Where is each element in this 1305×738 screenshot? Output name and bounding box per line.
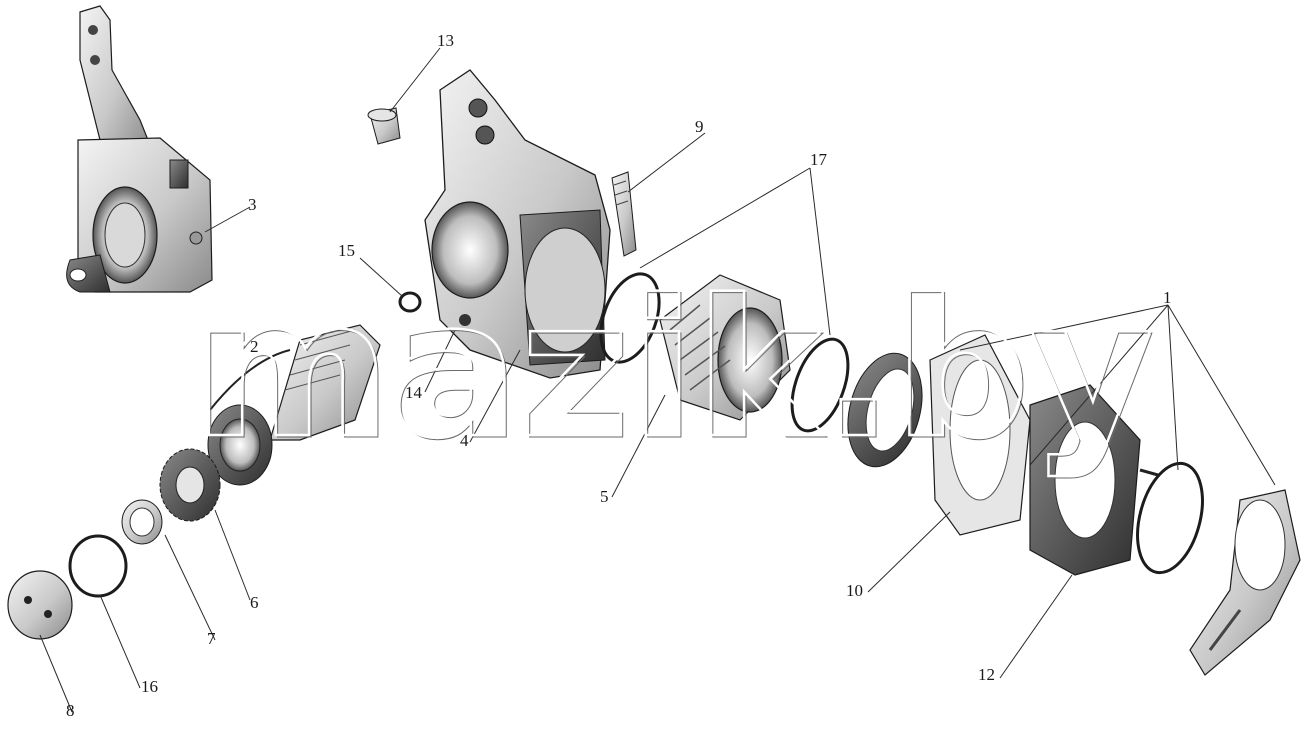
callout-16: 16 xyxy=(141,677,158,696)
part-17-oring-b xyxy=(790,337,850,433)
callout-9: 9 xyxy=(695,117,704,136)
part-8-cap xyxy=(7,570,73,640)
leader-lines xyxy=(39,47,1276,713)
callout-10: 10 xyxy=(846,581,863,600)
callout-17: 17 xyxy=(810,150,828,169)
part-6-gear xyxy=(159,404,273,522)
part-13-plug xyxy=(367,107,401,145)
callout-7: 7 xyxy=(207,629,216,648)
callout-8: 8 xyxy=(66,701,75,720)
part-1-oring xyxy=(1136,461,1204,575)
part-16-oring xyxy=(68,534,128,598)
callout-13: 13 xyxy=(437,31,454,50)
part-1-boot xyxy=(1189,489,1301,676)
part-4-housing xyxy=(424,69,611,379)
callout-14: 14 xyxy=(405,383,423,402)
callout-6: 6 xyxy=(250,593,259,612)
callout-12: 12 xyxy=(978,665,995,684)
callout-3: 3 xyxy=(248,195,257,214)
part-9-lock xyxy=(611,171,637,257)
part-10-gasket xyxy=(929,334,1031,536)
part-7-bushing xyxy=(121,499,163,545)
part-2-worm-shaft xyxy=(209,324,381,441)
callout-5: 5 xyxy=(600,487,609,506)
part-17-oring-a xyxy=(599,272,661,364)
callout-4: 4 xyxy=(460,431,469,450)
callout-2: 2 xyxy=(250,337,259,356)
callout-15: 15 xyxy=(338,241,355,260)
part-1-ring xyxy=(847,352,923,468)
part-3-assembled-adjuster xyxy=(66,5,213,293)
svg-text:mazik.by: mazik.by xyxy=(193,259,1153,480)
svg-text:mazik.by: mazik.by xyxy=(195,261,1155,482)
callout-labels: 1 2 3 4 5 6 7 8 9 10 12 13 14 15 16 17 xyxy=(66,31,1172,720)
part-5-worm-wheel xyxy=(659,274,791,421)
part-15-oring xyxy=(398,291,422,313)
watermark: mazik.by mazik.by xyxy=(192,258,1156,483)
callout-1: 1 xyxy=(1163,288,1172,307)
